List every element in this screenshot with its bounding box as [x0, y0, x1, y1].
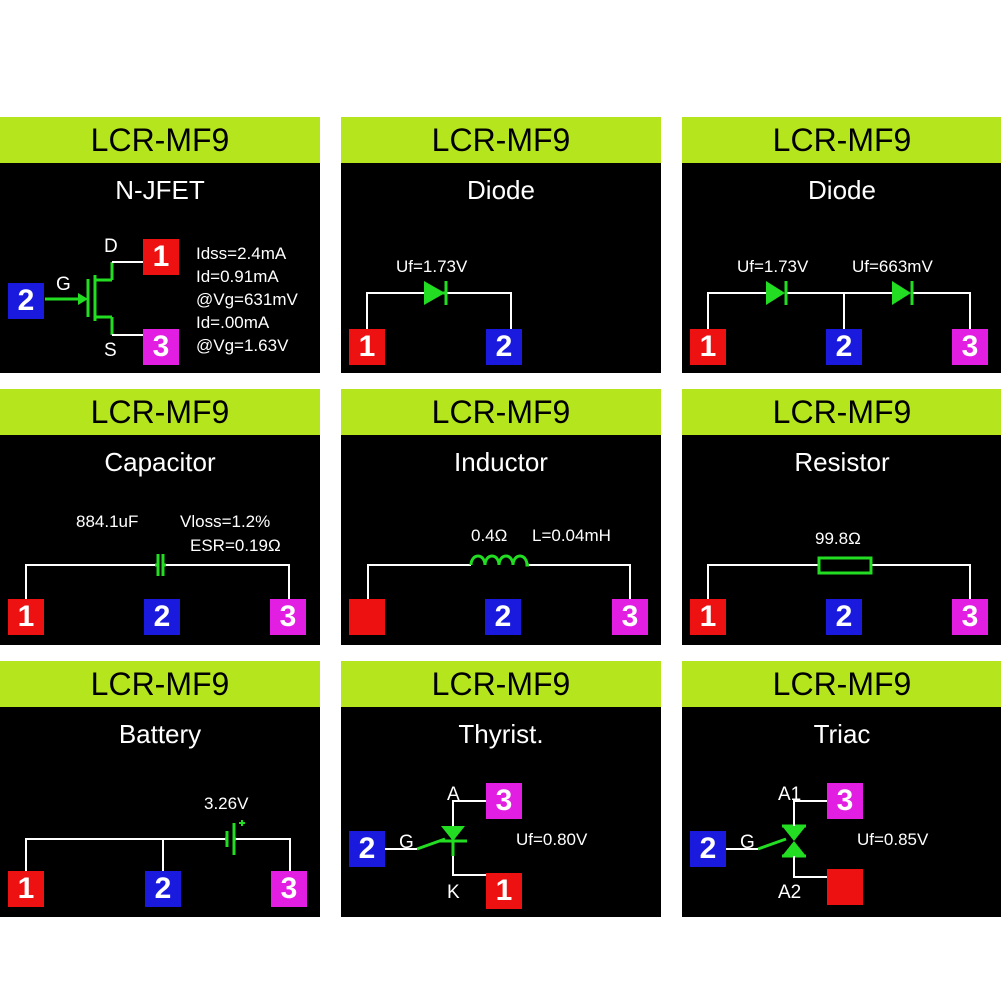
panel-capacitor: LCR-MF9 Capacitor 884.1uF Vloss=1.2% ESR…: [0, 389, 320, 645]
panel-header: LCR-MF9: [341, 389, 661, 435]
panel-header: LCR-MF9: [341, 117, 661, 163]
panel-header: LCR-MF9: [0, 117, 320, 163]
vg-value-1: @Vg=631mV: [196, 290, 298, 309]
forward-voltage: Uf=0.85V: [857, 830, 929, 849]
pin-1: 1: [690, 599, 726, 635]
cathode-label: K: [447, 882, 460, 903]
capacitor-symbol: [25, 554, 290, 601]
pin-3-a1: 3: [827, 783, 863, 819]
panel-dual-diode: LCR-MF9 Diode Uf=1.73V Uf=663mV 1 2 3: [682, 117, 1001, 373]
pin-2: 2: [826, 599, 862, 635]
vg-value-2: @Vg=1.63V: [196, 336, 289, 355]
panel-header: LCR-MF9: [341, 661, 661, 707]
panel-header: LCR-MF9: [682, 661, 1001, 707]
pin-1-cathode: 1: [486, 873, 522, 909]
a1-label: A1: [778, 784, 802, 805]
forward-voltage-2: Uf=663mV: [852, 257, 933, 276]
battery-symbol: [25, 820, 291, 873]
panel-resistor: LCR-MF9 Resistor 99.8Ω 1 2 3: [682, 389, 1001, 645]
pin-1-a2: [827, 869, 863, 905]
dual-diode-symbol: [707, 281, 971, 331]
gate-label: G: [399, 832, 414, 853]
resistance-value: 99.8Ω: [815, 529, 861, 548]
panel-njfet: LCR-MF9 N-JFET D G S 1 2 3 Idss=2.4mA Id…: [0, 117, 320, 373]
anode-label: A: [447, 784, 460, 805]
id-value-1: Id=0.91mA: [196, 267, 279, 286]
voltage-value: 3.26V: [204, 794, 249, 813]
esr-value: ESR=0.19Ω: [190, 536, 281, 555]
component-name: Resistor: [794, 447, 890, 477]
pin-2-gate: 2: [690, 831, 726, 867]
pin-2: 2: [144, 599, 180, 635]
pin-2: 2: [486, 329, 522, 365]
component-name: Diode: [467, 175, 535, 205]
forward-voltage-1: Uf=1.73V: [737, 257, 809, 276]
panel-header: LCR-MF9: [682, 389, 1001, 435]
component-name: Triac: [813, 719, 871, 749]
panel-header: LCR-MF9: [0, 661, 320, 707]
pin-3: 3: [612, 599, 648, 635]
pin-3: 3: [271, 871, 307, 907]
vloss-value: Vloss=1.2%: [180, 512, 271, 531]
pin-1: [349, 599, 385, 635]
panel-inductor: LCR-MF9 Inductor 0.4Ω L=0.04mH 2 3: [341, 389, 661, 645]
panel-battery: LCR-MF9 Battery 3.26V 1 2 3: [0, 661, 320, 917]
inductor-symbol: [367, 554, 631, 601]
pin-2: 2: [145, 871, 181, 907]
diode-symbol: [366, 281, 512, 331]
source-label: S: [104, 340, 117, 361]
a2-label: A2: [778, 882, 802, 903]
gate-label: G: [56, 274, 71, 295]
forward-voltage: Uf=0.80V: [516, 830, 588, 849]
panel-triac: LCR-MF9 Triac A1 G A2 Uf=0.85V 3 2: [682, 661, 1001, 917]
panel-thyristor: LCR-MF9 Thyrist. A G K Uf=0.80V 3 2 1: [341, 661, 661, 917]
pin-2: 2: [485, 599, 521, 635]
inductance-value: L=0.04mH: [532, 526, 611, 545]
capacitance-value: 884.1uF: [76, 512, 139, 531]
pin-3-anode: 3: [486, 783, 522, 819]
pin-1: 1: [8, 599, 44, 635]
component-name: Inductor: [454, 447, 548, 477]
resistor-symbol: [707, 556, 971, 601]
pin-3: 3: [952, 329, 988, 365]
pin-2-gate: 2: [349, 831, 385, 867]
panel-diode: LCR-MF9 Diode Uf=1.73V 1 2: [341, 117, 661, 373]
component-name: Thyrist.: [458, 719, 544, 749]
panel-header: LCR-MF9: [682, 117, 1001, 163]
pin-2-gate: 2: [8, 283, 44, 319]
pin-1: 1: [8, 871, 44, 907]
forward-voltage: Uf=1.73V: [396, 257, 468, 276]
pin-3: 3: [952, 599, 988, 635]
pin-3: 3: [270, 599, 306, 635]
pin-2: 2: [826, 329, 862, 365]
thyristor-symbol: [385, 800, 487, 876]
njfet-symbol: [45, 261, 146, 336]
component-name: Diode: [808, 175, 876, 205]
gate-label: G: [740, 832, 755, 853]
id-value-2: Id=.00mA: [196, 313, 270, 332]
resistance-value: 0.4Ω: [471, 526, 508, 545]
component-name: N-JFET: [115, 175, 205, 205]
panel-header: LCR-MF9: [0, 389, 320, 435]
component-name: Capacitor: [104, 447, 216, 477]
pin-1: 1: [690, 329, 726, 365]
pin-1-drain: 1: [143, 239, 179, 275]
component-name: Battery: [118, 719, 202, 749]
pin-1: 1: [349, 329, 385, 365]
drain-label: D: [104, 236, 118, 257]
triac-symbol: [726, 800, 828, 878]
pin-3-source: 3: [143, 329, 179, 365]
idss-value: Idss=2.4mA: [196, 244, 287, 263]
